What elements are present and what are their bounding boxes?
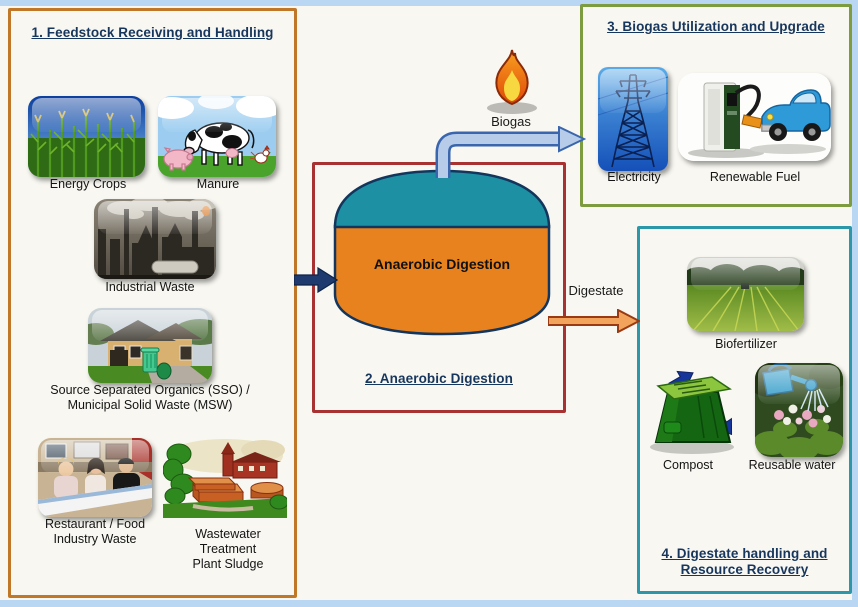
reusable-water-image <box>755 363 843 457</box>
electricity-label: Electricity <box>607 170 661 184</box>
industrial-waste-image <box>94 199 216 279</box>
section-biogas-box: 3. Biogas Utilization and Upgrade <box>580 4 852 207</box>
digestate-arrow <box>547 308 642 334</box>
compost-icon <box>619 356 745 456</box>
wastewater-sludge-label: Wastewater Treatment Plant Sludge <box>192 527 264 571</box>
wastewater-sludge-image <box>162 436 289 518</box>
biogas-pipe-arrow <box>428 125 587 178</box>
sso-msw-label: Source Separated Organics (SSO) / Munici… <box>50 383 250 412</box>
flame-icon <box>482 47 542 115</box>
digester-tank <box>331 164 553 342</box>
biofertilizer-label: Biofertilizer <box>715 337 777 351</box>
manure-image <box>158 96 276 177</box>
compost-label: Compost <box>662 458 714 472</box>
energy-crops-image <box>28 96 145 177</box>
section-feedstock-box: 1. Feedstock Receiving and Handling <box>8 8 297 598</box>
digestate-flow-label: Digestate <box>568 283 624 298</box>
section-biogas-title: 3. Biogas Utilization and Upgrade <box>607 19 825 34</box>
section-digestion-title: 2. Anaerobic Digestion <box>365 371 513 386</box>
electricity-image <box>598 67 668 171</box>
sso-msw-image <box>88 308 212 383</box>
restaurant-waste-image <box>38 438 152 517</box>
reusable-water-label: Reusable water <box>748 458 836 472</box>
section-feedstock-title: 1. Feedstock Receiving and Handling <box>31 25 274 40</box>
frame-top <box>0 0 858 6</box>
energy-crops-label: Energy Crops <box>49 177 127 191</box>
biofertilizer-image <box>687 257 804 331</box>
manure-label: Manure <box>196 177 240 191</box>
renewable-fuel-label: Renewable Fuel <box>709 170 801 184</box>
section-digestate-title: 4. Digestate handling and Resource Recov… <box>661 546 828 577</box>
frame-right <box>852 0 858 607</box>
frame-bottom <box>0 600 858 607</box>
renewable-fuel-image <box>678 73 831 161</box>
restaurant-waste-label: Restaurant / Food Industry Waste <box>44 517 146 546</box>
feed-input-arrow <box>293 266 339 294</box>
section-digestate-box: 4. Digestate handling and Resource Recov… <box>637 226 852 594</box>
industrial-waste-label: Industrial Waste <box>105 280 195 294</box>
tank-label: Anaerobic Digestion <box>373 256 511 272</box>
biogas-flow-label: Biogas <box>491 114 531 129</box>
